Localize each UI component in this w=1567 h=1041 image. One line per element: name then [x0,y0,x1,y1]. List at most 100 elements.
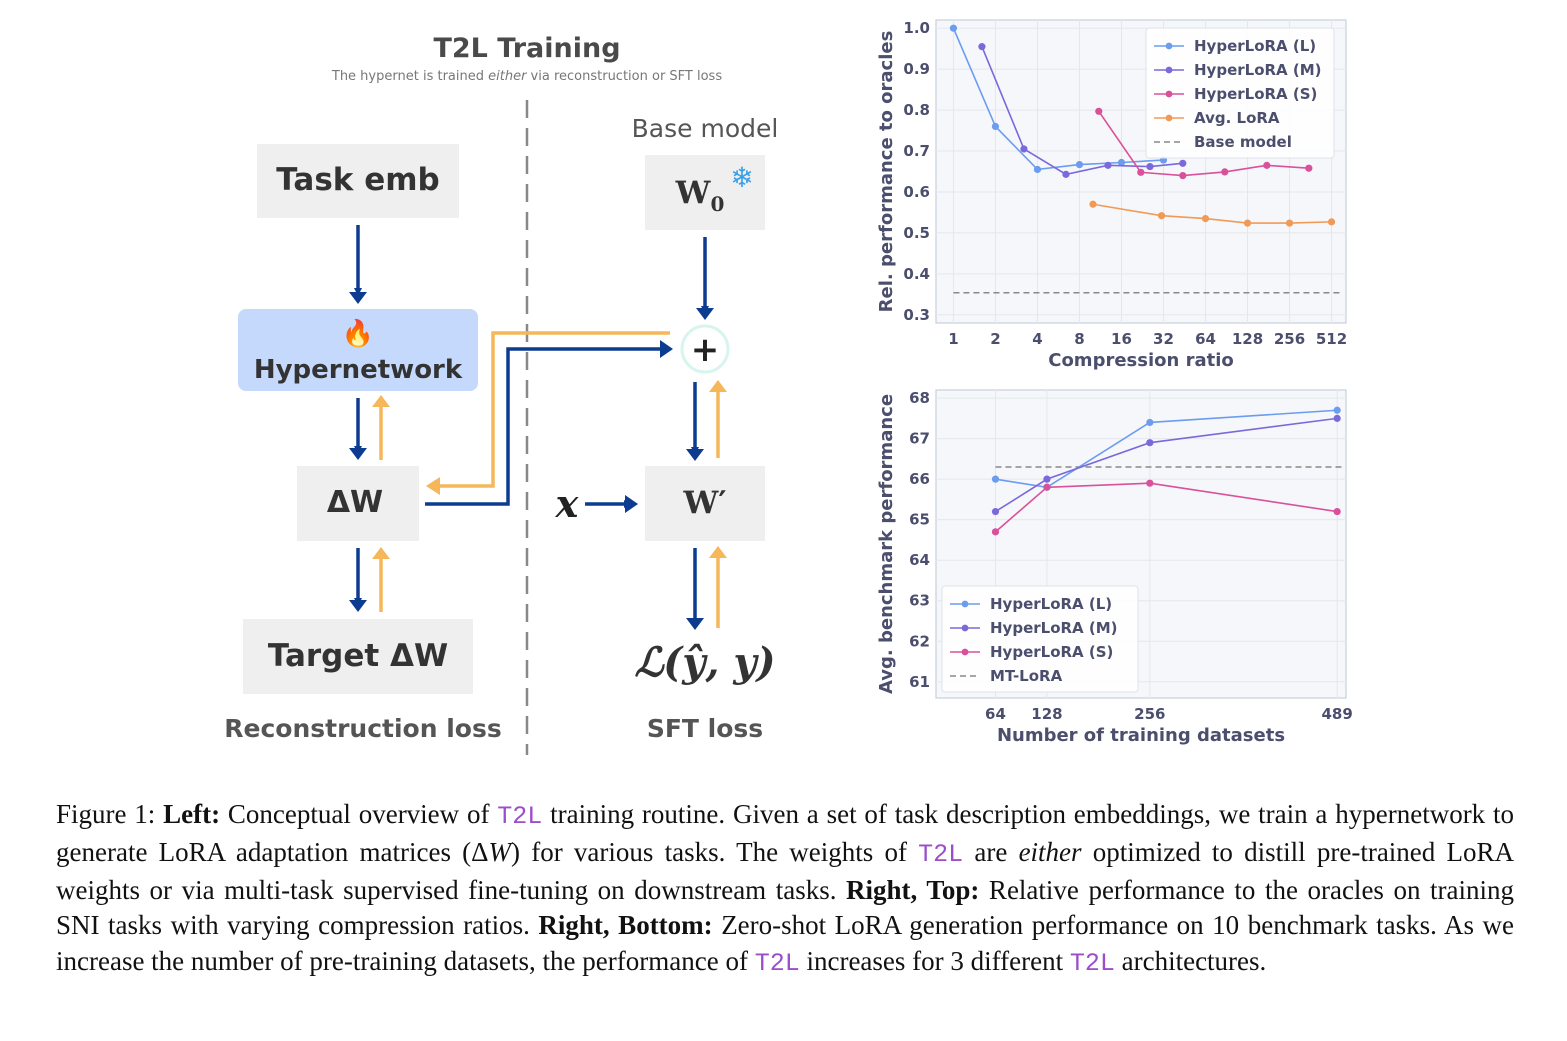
top-chart-data-point [1117,158,1126,167]
hypernetwork-label: Hypernetwork [254,355,463,385]
caption-code-t2l: T2L [918,839,964,869]
top-chart-legend-label: HyperLoRA (L) [1194,37,1316,55]
top-chart-data-point [1062,170,1070,178]
bottom-chart-y-tick-label: 68 [909,389,930,407]
bottom-chart-data-point [991,528,1000,536]
top-chart-y-tick-label: 0.8 [903,101,930,119]
bottom-chart-legend-marker [961,600,969,608]
top-chart-data-point [991,122,1000,131]
bottom-chart-y-tick-label: 67 [909,430,930,448]
top-chart-x-tick-label: 256 [1274,330,1305,348]
top-chart-data-point [1146,162,1154,171]
top-chart-data-point [1104,161,1112,169]
top-chart-y-tick-label: 0.5 [903,224,930,242]
delta-w-box [297,466,419,541]
caption-text-5: optimized to distill pre-trained LoRA we… [56,836,1514,905]
diagram-subtitle: The hypernet is trained either via recon… [331,69,722,84]
top-chart-data-point [1033,165,1042,174]
top-chart-data-point [1179,159,1187,167]
bottom-chart-data-point [1043,475,1051,483]
bottom-chart-y-tick-label: 66 [909,470,930,488]
loss-expression: ℒ(ŷ, y) [635,639,776,686]
bottom-chart-data-point [991,507,1000,516]
top-chart-series-line [981,46,1183,176]
forward-arrows [354,225,709,626]
bottom-chart-legend-label: HyperLoRA (L) [990,595,1112,613]
top-chart-series-line [1098,110,1309,177]
w0-label: W0 [675,175,725,216]
top-chart-data-point [1305,164,1313,172]
bottom-chart-y-axis-label: Avg. benchmark performance [876,394,897,694]
bottom-chart-data-point [1333,406,1341,414]
top-chart-y-tick-label: 0.9 [903,60,930,78]
caption-text-2: training routine. Given a set of task de… [56,799,1514,867]
forward-arrowheads [349,292,714,630]
top-chart-data-point [1157,212,1166,220]
delta-w-label: ΔW [327,485,383,520]
top-chart-data-point [1243,219,1252,227]
caption-code-t2l: T2L [497,802,543,831]
top-chart-legend-label: Base model [1194,133,1292,151]
bottom-chart-data-point [1146,418,1154,427]
top-chart-data-point [949,24,958,32]
top-chart-x-axis-label: Compression ratio [1048,350,1234,371]
top-chart-y-tick-label: 0.7 [903,142,930,160]
bottom-chart-series-line [995,409,1338,489]
plus-node [680,324,730,374]
bottom-chart-data-point [991,475,1000,483]
bottom-chart-y-tick-label: 62 [909,632,930,650]
top-chart-data-point [1263,161,1271,169]
bottom-chart-y-tick-label: 63 [909,592,930,610]
top-chart-data-point [1020,145,1028,153]
top-chart-data-point [1327,218,1336,226]
top-chart-legend-label: Avg. LoRA [1194,109,1280,127]
top-chart-series-line [952,27,1164,171]
plus-sign: + [691,330,720,370]
caption-text-9: architectures. [1114,946,1267,977]
top-chart-legend [1145,27,1335,159]
bottom-chart-legend-label: HyperLoRA (S) [990,643,1113,661]
task-emb-label: Task emb [276,162,439,198]
bottom-chart-legend-label: HyperLoRA (M) [990,619,1118,637]
top-chart-y-tick-label: 0.6 [903,183,930,201]
top-chart-x-tick-label: 512 [1316,330,1347,348]
bottom-chart-x-tick-label: 489 [1322,705,1353,723]
bottom-chart-x-axis-label: Number of training datasets [997,725,1285,746]
top-chart-data-point [1095,107,1103,115]
sft-loss-label: SFT loss [647,714,763,743]
target-delta-w-box [243,619,473,694]
bottom-chart-x-tick-label: 64 [985,705,1006,723]
top-chart-legend-label: HyperLoRA (S) [1194,85,1317,103]
caption-text-6: Relative performance to the oracles on t… [56,874,1514,941]
caption-code-t2l: T2L [754,949,800,979]
bottom-chart-data-point [1146,439,1154,447]
arrow-dw-to-plus [425,345,669,506]
top-chart-x-tick-label: 4 [1032,330,1042,348]
task-emb-box [257,144,459,218]
fire-icon: 🔥 [342,318,374,348]
top-chart-y-axis-label: Rel. performance to oracles [876,31,897,313]
top-chart-data-point [1285,219,1294,227]
reconstruction-loss-label: Reconstruction loss [224,714,501,743]
bottom-chart-data-point [1333,414,1341,422]
top-chart-data-point [1089,200,1097,208]
top-chart-data-point [1179,171,1187,180]
bottom-chart-data-point [1146,479,1154,487]
bottom-chart-y-tick-label: 61 [909,673,930,691]
top-chart-y-tick-label: 0.4 [903,265,930,283]
top-chart-series-line [1092,203,1332,224]
top-chart-legend-marker [1165,66,1173,74]
bottom-chart-y-tick-label: 64 [909,551,930,569]
caption-code-t2l: T2L [1069,949,1115,979]
bottom-chart-x-tick-label: 128 [1031,705,1062,723]
top-chart-data-point [1201,214,1210,223]
backward-arrows [379,331,720,628]
top-chart-x-tick-label: 64 [1195,330,1216,348]
caption-fig-label: Figure 1: [56,799,164,829]
bottom-chart-legend-marker [961,624,969,632]
caption-right-top-label: Right, Top: [846,874,980,905]
hypernetwork-box [238,309,478,391]
input-x-label: x [555,481,580,526]
top-chart-x-tick-label: 16 [1111,330,1132,348]
